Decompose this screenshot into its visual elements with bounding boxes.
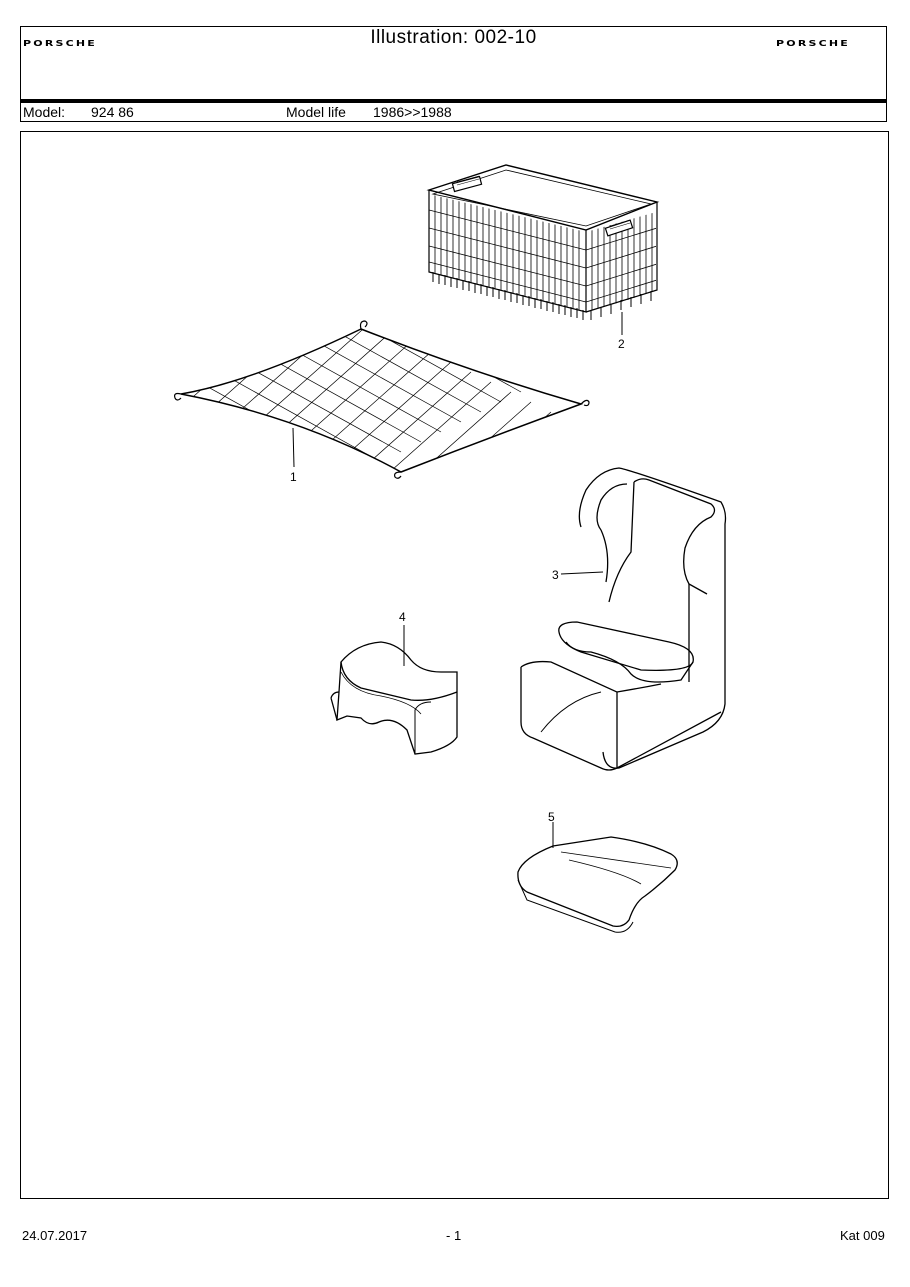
wire-basket-part	[426, 164, 660, 335]
callout-3: 3	[552, 568, 559, 582]
footer-catalog: Kat 009	[840, 1228, 885, 1243]
model-value: 924 86	[91, 104, 134, 120]
footer-page: - 1	[446, 1228, 462, 1243]
model-label: Model:	[23, 104, 66, 120]
model-life-value: 1986>>1988	[373, 104, 452, 120]
model-life-label: Model life	[286, 104, 346, 120]
callout-5: 5	[548, 810, 555, 824]
logo-right-text: PORSCHE	[776, 39, 850, 49]
callout-2: 2	[618, 337, 625, 351]
page-title: Illustration: 002-10	[370, 27, 537, 48]
booster-cushion-part	[330, 625, 458, 755]
parts-illustration: 2 1	[174, 164, 727, 933]
child-seat-part	[520, 467, 727, 771]
seat-pad-part	[517, 822, 678, 933]
header-box: PORSCHE Illustration: 002-10 PORSCHE	[20, 26, 887, 100]
porsche-logo-left: PORSCHE	[23, 39, 127, 49]
logo-left-text: PORSCHE	[23, 39, 97, 49]
porsche-logo-right: PORSCHE	[776, 39, 880, 49]
model-row: Model: 924 86 Model life 1986>>1988	[20, 100, 887, 122]
illustration-box: 2 1	[20, 131, 889, 1199]
callout-1: 1	[290, 470, 297, 484]
callout-4: 4	[399, 610, 406, 624]
footer-date: 24.07.2017	[22, 1228, 88, 1243]
